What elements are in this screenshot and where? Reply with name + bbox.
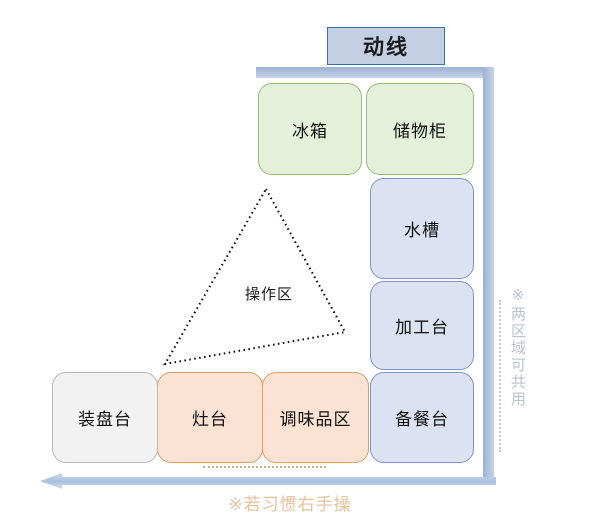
workflow-direction-arrow (40, 473, 496, 489)
unit-plating-counter-label: 装盘台 (78, 410, 132, 430)
unit-prep-counter-label: 加工台 (395, 318, 449, 338)
work-triangle (163, 186, 347, 366)
workflow-direction-arrow-shape (40, 473, 496, 489)
unit-serving-counter[interactable]: 备餐台 (370, 372, 474, 463)
unit-storage-cabinet-label: 储物柜 (393, 121, 447, 142)
unit-refrigerator-label: 冰箱 (292, 121, 328, 142)
shared-area-divider-horizontal (203, 466, 326, 468)
wall-top-bar (256, 67, 490, 78)
unit-stove[interactable]: 灶台 (157, 372, 263, 463)
wall-right-bar (483, 67, 494, 478)
note-shared-areas: ※两区域可共用 (509, 286, 527, 408)
unit-plating-counter[interactable]: 装盘台 (52, 372, 158, 463)
unit-sink-label: 水槽 (404, 221, 440, 241)
unit-refrigerator[interactable]: 冰箱 (258, 83, 362, 175)
work-triangle-outline (163, 186, 347, 366)
work-zone-label: 操作区 (244, 285, 293, 303)
diagram-title-label: 动线 (363, 35, 409, 59)
unit-serving-counter-label: 备餐台 (395, 410, 449, 430)
note-right-hand-use: ※若习惯右手操 (228, 495, 352, 515)
unit-seasoning-area-label: 调味品区 (279, 410, 352, 430)
unit-sink[interactable]: 水槽 (370, 178, 474, 279)
unit-seasoning-area[interactable]: 调味品区 (262, 372, 369, 463)
unit-stove-label: 灶台 (192, 410, 228, 430)
unit-prep-counter[interactable]: 加工台 (370, 281, 474, 370)
unit-storage-cabinet[interactable]: 储物柜 (366, 83, 474, 175)
shared-area-divider-vertical (499, 300, 501, 452)
diagram-title: 动线 (327, 27, 445, 65)
